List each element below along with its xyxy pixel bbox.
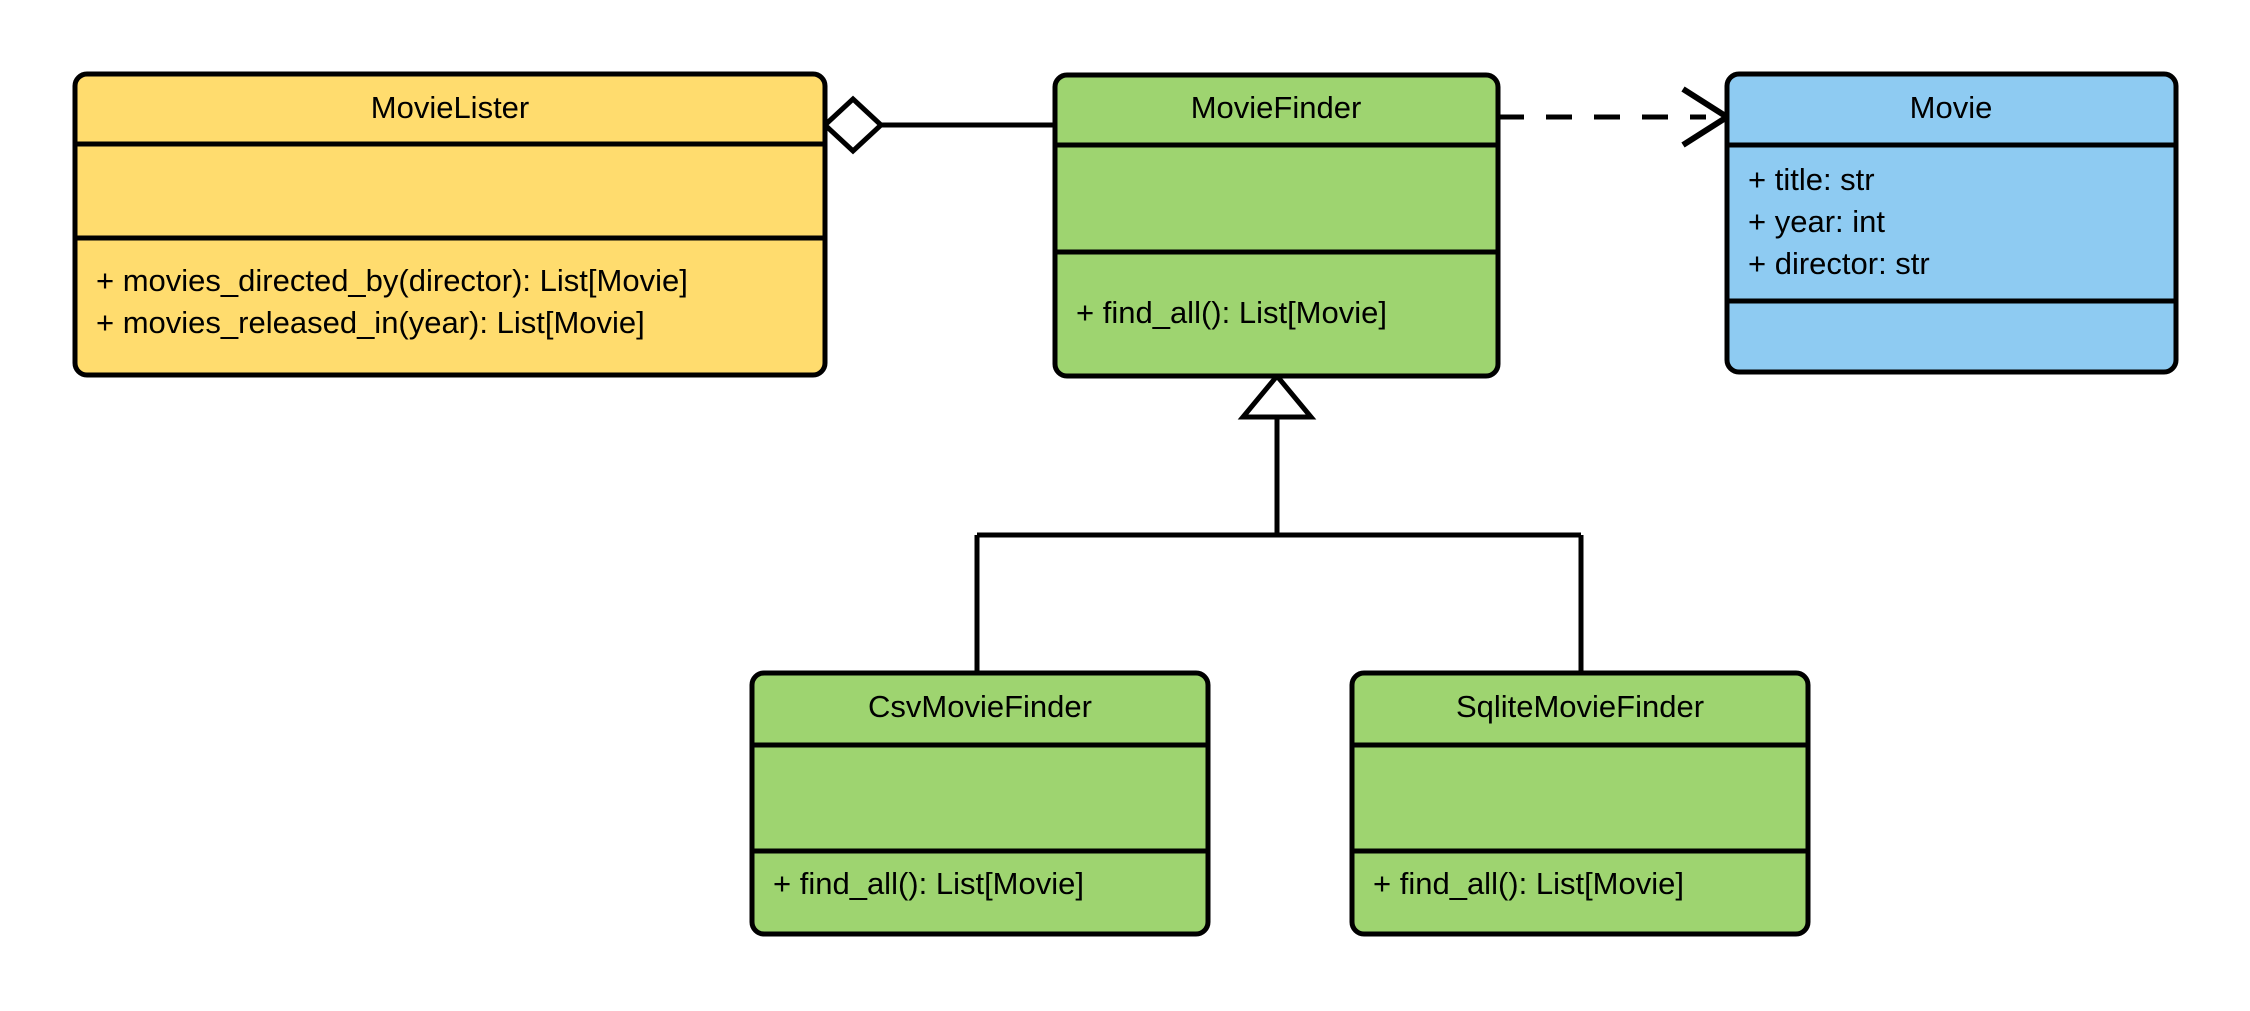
movie-frame: [1724, 71, 2179, 375]
movie-attribute-1: + year: int: [1748, 204, 1885, 239]
movie-lister-method-1: + movies_released_in(year): List[Movie]: [96, 305, 645, 340]
movie-lister-method-0: + movies_directed_by(director): List[Mov…: [96, 263, 688, 298]
class-box-csv-movie-finder[interactable]: CsvMovieFinder + find_all(): List[Movie]: [749, 670, 1211, 937]
relationship-dependency-finder-movie[interactable]: [1498, 86, 1733, 148]
movie-lister-frame: [72, 71, 828, 378]
hollow-triangle-icon: [1237, 372, 1317, 420]
movie-attribute-0: + title: str: [1748, 162, 1875, 197]
sqlite-movie-finder-title: SqliteMovieFinder: [1456, 689, 1704, 724]
movie-attribute-2: + director: str: [1748, 246, 1930, 281]
class-box-sqlite-movie-finder[interactable]: SqliteMovieFinder + find_all(): List[Mov…: [1349, 670, 1811, 937]
csv-movie-finder-title: CsvMovieFinder: [868, 689, 1092, 724]
csv-movie-finder-frame: [749, 670, 1211, 937]
movie-finder-method-0: + find_all(): List[Movie]: [1076, 295, 1387, 330]
movie-title: Movie: [1910, 90, 1993, 125]
movie-finder-title: MovieFinder: [1191, 90, 1362, 125]
movie-lister-title: MovieLister: [371, 90, 530, 125]
movie-finder-frame: [1052, 72, 1501, 379]
hollow-diamond-icon: [821, 95, 885, 155]
class-box-movie-finder[interactable]: MovieFinder + find_all(): List[Movie]: [1052, 72, 1501, 379]
class-box-movie[interactable]: Movie + title: str + year: int + directo…: [1724, 71, 2179, 375]
sqlite-movie-finder-method-0: + find_all(): List[Movie]: [1373, 866, 1684, 901]
csv-movie-finder-method-0: + find_all(): List[Movie]: [773, 866, 1084, 901]
sqlite-movie-finder-frame: [1349, 670, 1811, 937]
relationship-generalization-bus[interactable]: [974, 372, 1584, 673]
class-box-movie-lister[interactable]: MovieLister + movies_directed_by(directo…: [72, 71, 828, 378]
relationship-aggregation-lister-finder[interactable]: [821, 95, 1055, 155]
